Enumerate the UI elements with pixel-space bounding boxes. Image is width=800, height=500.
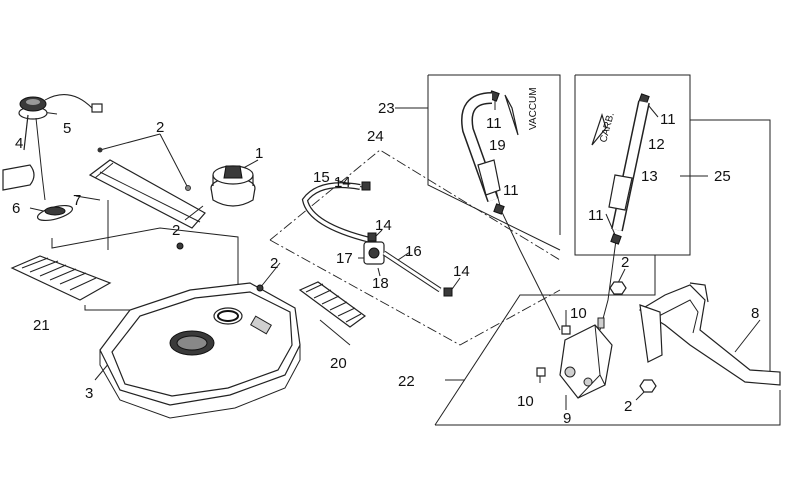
group-box-25: [574, 74, 771, 380]
callout-6: 6: [12, 200, 20, 217]
callout-23: 23: [378, 100, 395, 117]
group-box-22: [434, 254, 781, 426]
callout-11: 11: [486, 115, 502, 132]
callout-14: 14: [453, 263, 470, 280]
callout-17: 17: [336, 250, 353, 267]
callout-11: 11: [503, 182, 519, 199]
nuts-2: [176, 242, 657, 393]
callout-4: 4: [15, 135, 23, 152]
callout-5: 5: [63, 120, 71, 137]
callout-15: 15: [313, 169, 330, 186]
group-box-23: [427, 74, 561, 251]
fuel-tank: [99, 282, 301, 419]
pump-bracket: [638, 282, 781, 386]
callout-2: 2: [172, 222, 180, 239]
petcock-17: [363, 241, 442, 293]
callout-22: 22: [398, 373, 415, 390]
callout-2: 2: [156, 119, 164, 136]
carb-hose-12-13: [608, 100, 650, 232]
callout-2: 2: [270, 255, 278, 272]
callout-2: 2: [621, 254, 629, 271]
fuel-cap: [210, 165, 256, 207]
callout-3: 3: [85, 385, 93, 402]
callout-16: 16: [405, 243, 422, 260]
group-box-24: [269, 149, 561, 346]
callout-14: 14: [375, 217, 392, 234]
callout-10: 10: [517, 393, 534, 410]
callout-labels: 1 2 2 2 2 2 3 4 5 6 7 8 9 10 10 11 11 11…: [12, 100, 759, 427]
callout-7: 7: [73, 192, 81, 209]
callout-13: 13: [641, 168, 658, 185]
tank-pad-20: [298, 281, 367, 328]
callout-12: 12: [648, 136, 665, 153]
fuel-level-sender: [2, 94, 103, 222]
callout-25: 25: [714, 168, 731, 185]
callout-14: 14: [334, 174, 351, 191]
hose-direction-arrows: [504, 94, 607, 146]
callout-20: 20: [330, 355, 347, 372]
callout-11: 11: [660, 111, 676, 128]
vacuum-hose-19: [461, 92, 501, 203]
bolts-10: [536, 325, 571, 377]
callout-10: 10: [570, 305, 587, 322]
tank-pad-21: [10, 255, 112, 301]
vacuum-label: VACCUM: [528, 87, 539, 130]
callout-19: 19: [489, 137, 506, 154]
fuel-hose-15: [301, 182, 371, 243]
callout-18: 18: [372, 275, 389, 292]
callout-21: 21: [33, 317, 50, 334]
callout-2: 2: [624, 398, 632, 415]
callout-11: 11: [588, 207, 604, 224]
callout-8: 8: [751, 305, 759, 322]
callout-1: 1: [255, 145, 263, 162]
callout-9: 9: [563, 410, 571, 427]
tank-bracket: [88, 147, 206, 229]
callout-24: 24: [367, 128, 384, 145]
fuel-pump: [559, 317, 613, 399]
